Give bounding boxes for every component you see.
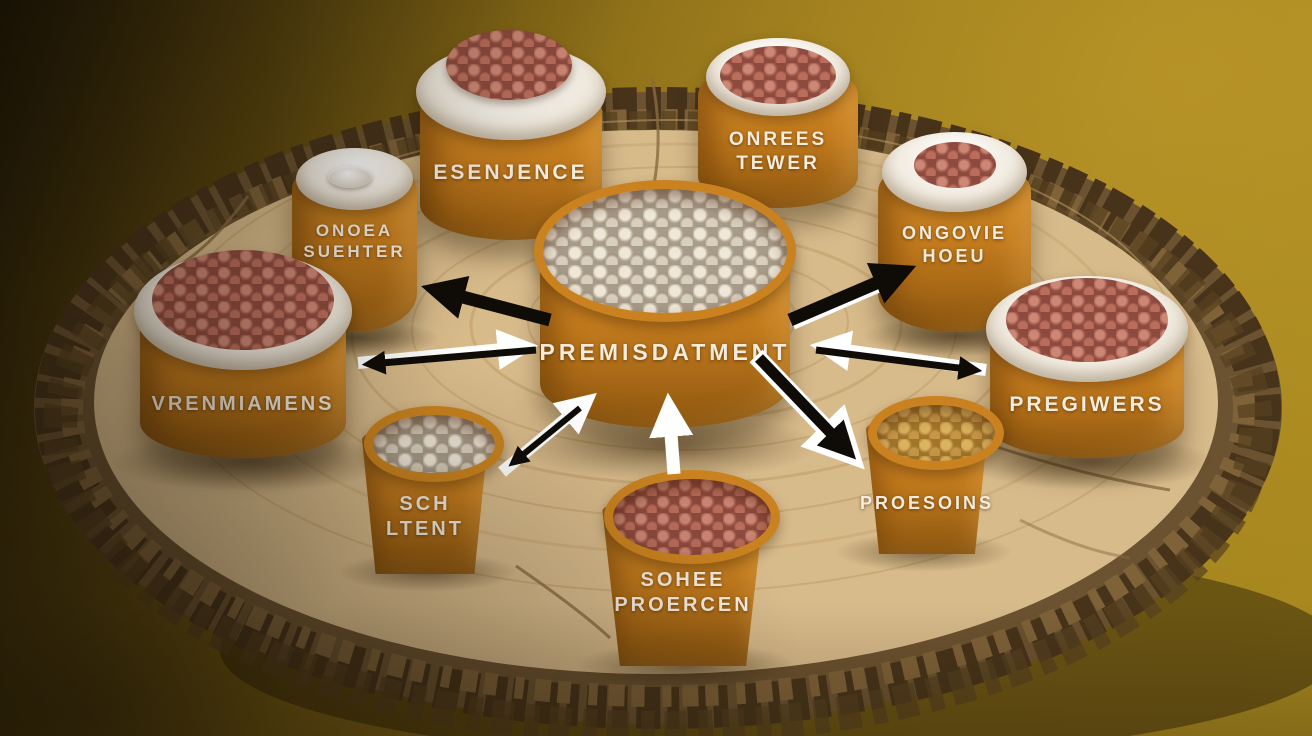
hub-label: PREMISDATMENT xyxy=(539,339,791,365)
lid-button xyxy=(328,166,372,188)
container-proesoins: PROESOINS xyxy=(860,392,1004,562)
red-pellets xyxy=(1006,278,1168,362)
container-label: PROESOINS xyxy=(860,493,995,513)
container-label: ONGOVIE HOEU xyxy=(901,223,1007,266)
container-vrenmiamens: VRENMIAMENS xyxy=(132,240,354,465)
gray-pellets xyxy=(364,406,504,482)
tan-pellets xyxy=(868,396,1004,470)
red-pellets xyxy=(152,250,334,350)
container-label: SOHEE PROERCEN xyxy=(614,569,752,616)
gray-pellets xyxy=(534,180,796,322)
red-pellets xyxy=(604,470,780,564)
container-label: PREGIWERS xyxy=(1009,393,1165,416)
red-pellet-mound xyxy=(446,30,572,100)
red-pellets xyxy=(914,142,996,188)
container-pregiwers: PREGIWERS xyxy=(984,268,1190,463)
container-sch-ltent: SCH LTENT xyxy=(356,400,504,580)
container-label: SCH LTENT xyxy=(386,493,464,540)
container-premisdatment-hub: PREMISDATMENT xyxy=(534,180,796,435)
container-sohee-proercen: SOHEE PROERCEN xyxy=(594,462,780,672)
container-label: VRENMIAMENS xyxy=(151,393,335,415)
red-pellets xyxy=(720,46,836,104)
container-label: ONREES TEWER xyxy=(728,129,828,174)
